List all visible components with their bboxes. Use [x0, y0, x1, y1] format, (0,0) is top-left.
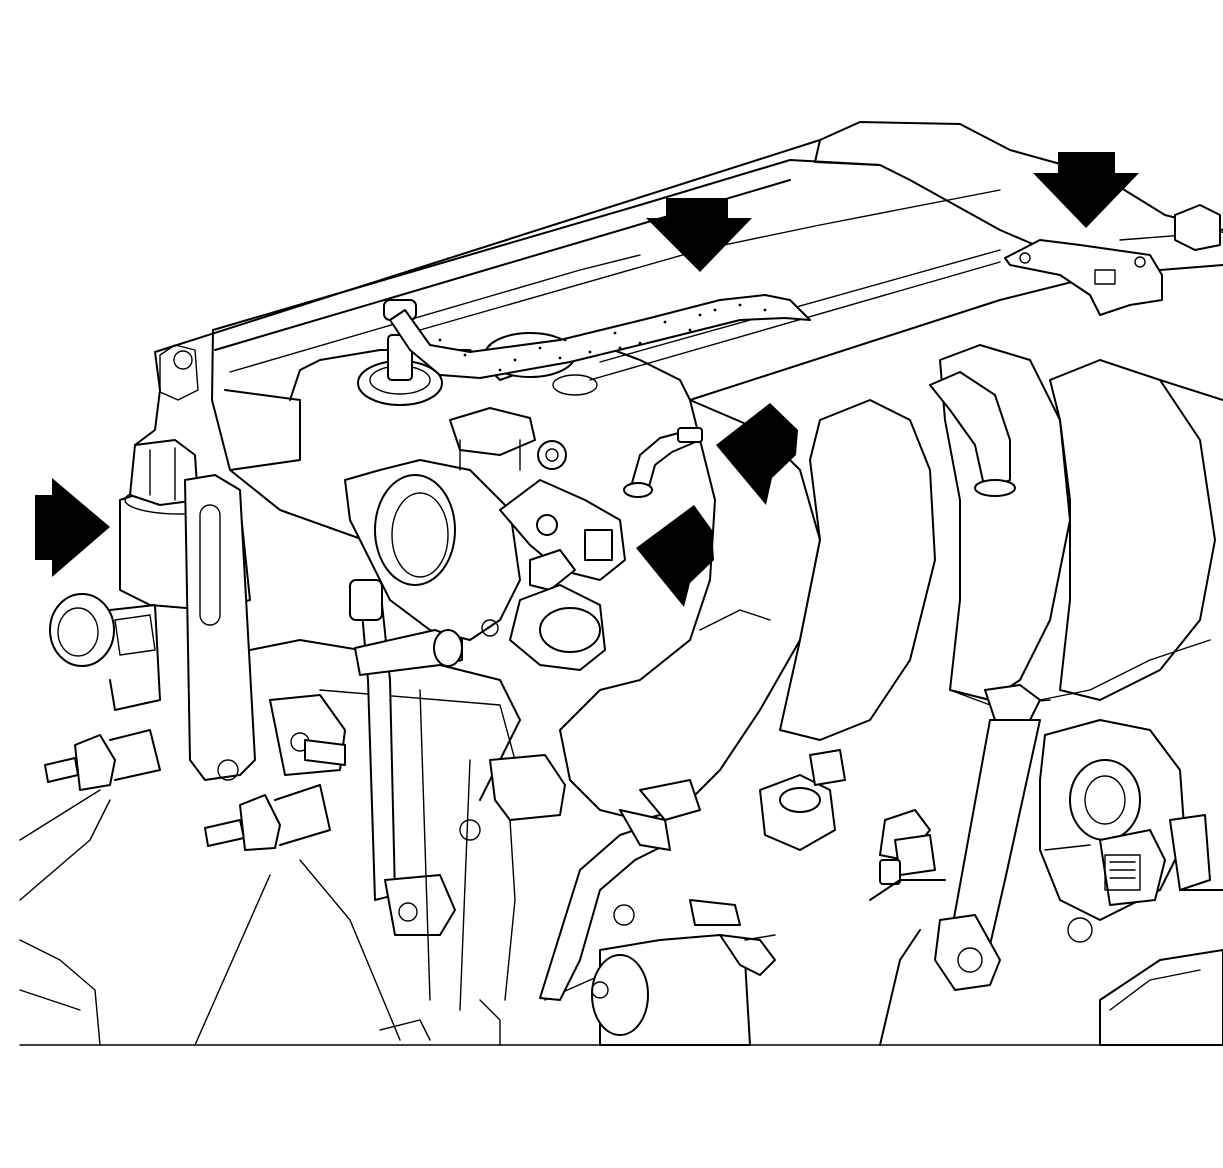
arrow-top-hose [646, 198, 752, 272]
starter-motor [379, 899, 776, 1046]
throttle-body [344, 407, 567, 641]
top-right-bracket [1004, 204, 1223, 316]
coolant-fittings [19, 729, 401, 1046]
arrow-left-idle-air-valve [35, 478, 110, 577]
arrow-top-right-bracket [1033, 152, 1139, 228]
vacuum-fitting [623, 427, 703, 498]
idle-air-control-valve [49, 439, 256, 781]
intake-manifold [559, 344, 1223, 821]
engine-block-lower [249, 579, 701, 1011]
lower-right-components [759, 639, 1223, 1046]
arrow-throttle-body-fitting [716, 403, 798, 505]
top-breather-hose [389, 294, 811, 379]
arrow-throttle-position-sensor [636, 505, 714, 607]
callout-arrows [35, 152, 1139, 607]
throttle-position-sensor [481, 479, 626, 671]
